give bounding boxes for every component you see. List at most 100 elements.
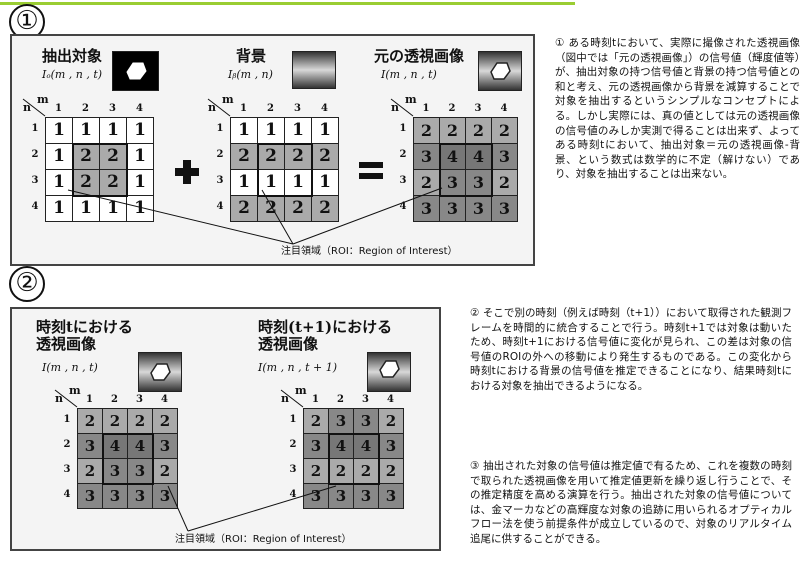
column-index: 3 xyxy=(474,103,482,114)
axis-diagonal xyxy=(280,389,304,408)
axis-label-n: n xyxy=(208,101,216,114)
row-index: 4 xyxy=(216,201,224,212)
s1-panel-1-thumbnail xyxy=(112,51,159,91)
matrix-cell: 3 xyxy=(378,483,404,509)
row-index: 2 xyxy=(216,149,224,160)
row-index: 1 xyxy=(31,123,39,134)
s1-roi-label: 注目領域（ROI：Region of Interest） xyxy=(281,246,458,257)
axis-label-n: n xyxy=(281,392,289,405)
top-accent-line xyxy=(0,2,575,5)
matrix-cell: 1 xyxy=(126,169,154,196)
s2-panel-2-title: 時刻(t+1)における 透視画像 xyxy=(258,318,393,353)
matrix-cell: 2 xyxy=(303,408,329,434)
equals-operator xyxy=(358,160,384,182)
row-index: 2 xyxy=(289,438,297,450)
column-index: 3 xyxy=(109,103,116,114)
s1-panel-3-variable: I(m , n , t) xyxy=(381,68,437,81)
axis-label-n: n xyxy=(391,101,399,114)
matrix-cell: 2 xyxy=(311,195,339,222)
row-index: 4 xyxy=(31,201,39,212)
column-index: 2 xyxy=(111,394,118,405)
column-index: 3 xyxy=(362,394,369,405)
object-shape-icon xyxy=(490,62,511,80)
s2-panel-2-thumbnail xyxy=(367,352,411,392)
row-index: 1 xyxy=(216,123,224,134)
column-index: 1 xyxy=(86,394,93,405)
row-index: 4 xyxy=(63,488,71,500)
matrix-cell: 2 xyxy=(99,169,127,196)
matrix-cell: 3 xyxy=(152,433,178,459)
axis-diagonal xyxy=(22,98,46,117)
s1-panel-3-title: 元の透視画像 xyxy=(374,47,465,65)
axis-diagonal xyxy=(207,98,231,117)
axis-label-m: m xyxy=(37,93,49,106)
s2-panel-1-variable: I(m , n , t) xyxy=(42,361,98,374)
matrix-cell: 3 xyxy=(102,483,128,509)
matrix-cell: 1 xyxy=(230,169,258,196)
column-index: 2 xyxy=(82,103,89,114)
axis-label-m: m xyxy=(222,93,234,106)
row-index: 4 xyxy=(399,201,407,212)
matrix-cell: 2 xyxy=(152,458,178,484)
row-index: 3 xyxy=(63,463,71,475)
column-index: 1 xyxy=(55,103,62,114)
matrix-cell: 1 xyxy=(311,117,339,144)
axis-diagonal xyxy=(54,389,78,408)
s2-panel-1-thumbnail xyxy=(138,352,182,392)
row-index: 1 xyxy=(399,123,407,134)
row-index: 4 xyxy=(289,488,297,500)
column-index: 4 xyxy=(321,103,328,114)
matrix-cell: 2 xyxy=(152,408,178,434)
s1-panel-2-title: 背景 xyxy=(236,47,267,65)
axis-label-m: m xyxy=(295,384,307,397)
matrix-cell: 2 xyxy=(413,169,440,196)
matrix-cell: 2 xyxy=(230,195,258,222)
matrix-cell: 3 xyxy=(465,195,492,222)
axis-diagonal xyxy=(390,98,414,117)
matrix-cell: 2 xyxy=(77,458,103,484)
column-index: 4 xyxy=(387,394,394,405)
s2-roi-label: 注目領域（ROI：Region of Interest） xyxy=(175,534,352,545)
column-index: 1 xyxy=(422,103,430,114)
column-index: 2 xyxy=(337,394,344,405)
matrix-cell: 2 xyxy=(491,117,518,144)
section-2-number: ② xyxy=(9,266,45,302)
row-index: 3 xyxy=(216,175,224,186)
matrix-cell: 3 xyxy=(413,195,440,222)
section-2-description: ② そこで別の時刻（例えば時刻（t+1））において取得された観測フレームを時間的… xyxy=(470,307,792,392)
column-index: 4 xyxy=(161,394,168,405)
s2-panel-1-title: 時刻tにおける 透視画像 xyxy=(36,318,133,353)
row-index: 2 xyxy=(63,438,71,450)
matrix-cell: 3 xyxy=(303,433,329,459)
axis-label-n: n xyxy=(55,392,63,405)
matrix-cell: 1 xyxy=(45,195,73,222)
column-index: 2 xyxy=(267,103,274,114)
column-index: 1 xyxy=(312,394,319,405)
axis-label-m: m xyxy=(405,93,417,106)
s2-panel-2-variable: I(m , n , t + 1) xyxy=(258,361,338,374)
column-index: 4 xyxy=(500,103,508,114)
matrix-cell: 2 xyxy=(378,408,404,434)
s1-panel-1-variable: Iₒ(m , n , t) xyxy=(42,68,103,81)
row-index: 1 xyxy=(289,413,297,425)
object-shape-icon xyxy=(126,62,147,80)
matrix-cell: 3 xyxy=(413,143,440,170)
row-index: 2 xyxy=(31,149,39,160)
column-index: 2 xyxy=(448,103,456,114)
column-index: 3 xyxy=(136,394,143,405)
matrix-cell: 2 xyxy=(439,117,466,144)
s1-panel-2-variable: Iᵦ(m , n) xyxy=(228,68,273,81)
matrix-cell: 1 xyxy=(126,195,154,222)
matrix-cell: 1 xyxy=(284,117,312,144)
row-index: 3 xyxy=(31,175,39,186)
s1-panel-2-thumbnail xyxy=(292,51,336,89)
matrix-cell: 3 xyxy=(353,408,379,434)
column-index: 3 xyxy=(294,103,301,114)
axis-label-n: n xyxy=(23,101,31,114)
matrix-cell: 3 xyxy=(152,483,178,509)
object-shape-icon xyxy=(150,363,171,381)
matrix-cell: 1 xyxy=(99,195,127,222)
s1-panel-3-thumbnail xyxy=(478,51,522,91)
matrix-cell: 3 xyxy=(491,195,518,222)
